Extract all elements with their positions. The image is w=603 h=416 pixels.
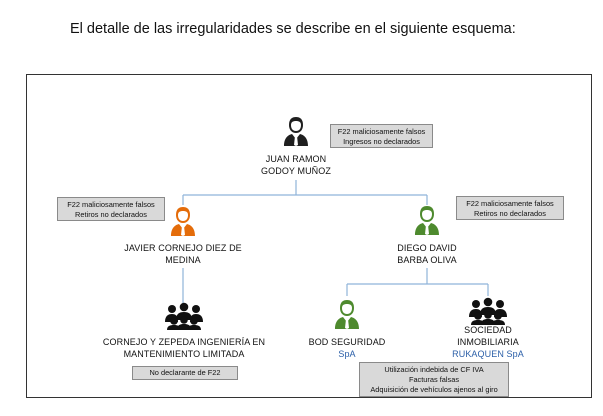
node-label-bod: BOD SEGURIDAD SpA (297, 336, 397, 360)
node-label-line: SpA (338, 349, 356, 359)
note-line: Retiros no declarados (474, 209, 546, 218)
node-label-line: CORNEJO Y ZEPEDA INGENIERÍA EN (102, 337, 266, 347)
node-label-top: JUAN RAMON GODOY MUÑOZ (236, 153, 356, 177)
node-label-line: MEDINA (165, 255, 201, 265)
note-line: Adquisición de vehículos ajenos al giro (370, 385, 498, 394)
intro-text: El detalle de las irregularidades se des… (70, 21, 516, 37)
note-line: F22 maliciosamente falsos (466, 199, 554, 208)
node-label-line: JAVIER CORNEJO DIEZ DE (124, 243, 242, 253)
note-line: F22 maliciosamente falsos (337, 127, 426, 136)
node-label-line: MANTENIMIENTO LIMITADA (123, 349, 245, 359)
person-icon (415, 206, 439, 235)
node-label-line: GODOY MUÑOZ (261, 166, 331, 176)
note-top: F22 maliciosamente falsos Ingresos no de… (330, 124, 433, 148)
node-label-right: DIEGO DAVID BARBA OLIVA (367, 242, 487, 266)
note-line: Ingresos no declarados (343, 137, 420, 146)
node-label-company-left: CORNEJO Y ZEPEDA INGENIERÍA EN MANTENIMI… (94, 336, 274, 360)
note-line: No declarante de F22 (149, 368, 221, 377)
note-line: Retiros no declarados (75, 210, 147, 219)
person-icon (171, 207, 195, 236)
diagram-frame (26, 74, 592, 398)
note-company-left: No declarante de F22 (132, 366, 238, 380)
node-label-line: SOCIEDAD (464, 325, 512, 335)
note-left: F22 maliciosamente falsos Retiros no dec… (57, 197, 165, 221)
node-label-line: BOD SEGURIDAD (308, 337, 386, 347)
note-line: Facturas falsas (408, 375, 460, 384)
group-icon (469, 297, 507, 325)
node-label-line: INMOBILIARIA (457, 337, 519, 347)
note-right: F22 maliciosamente falsos Retiros no dec… (456, 196, 564, 220)
person-icon (335, 300, 359, 329)
node-label-line: DIEGO DAVID (397, 243, 457, 253)
group-icon (165, 302, 203, 330)
node-label-sociedad: SOCIEDAD INMOBILIARIA RUKAQUEN SpA (438, 324, 538, 360)
person-icon (284, 117, 308, 146)
note-bottom: Utilización indebida de CF IVA Facturas … (359, 362, 509, 397)
node-label-line: JUAN RAMON (265, 154, 327, 164)
node-label-line: BARBA OLIVA (397, 255, 457, 265)
node-label-left: JAVIER CORNEJO DIEZ DE MEDINA (113, 242, 253, 266)
note-line: Utilización indebida de CF IVA (384, 365, 484, 374)
node-label-line: RUKAQUEN SpA (452, 349, 524, 359)
note-line: F22 maliciosamente falsos (67, 200, 155, 209)
